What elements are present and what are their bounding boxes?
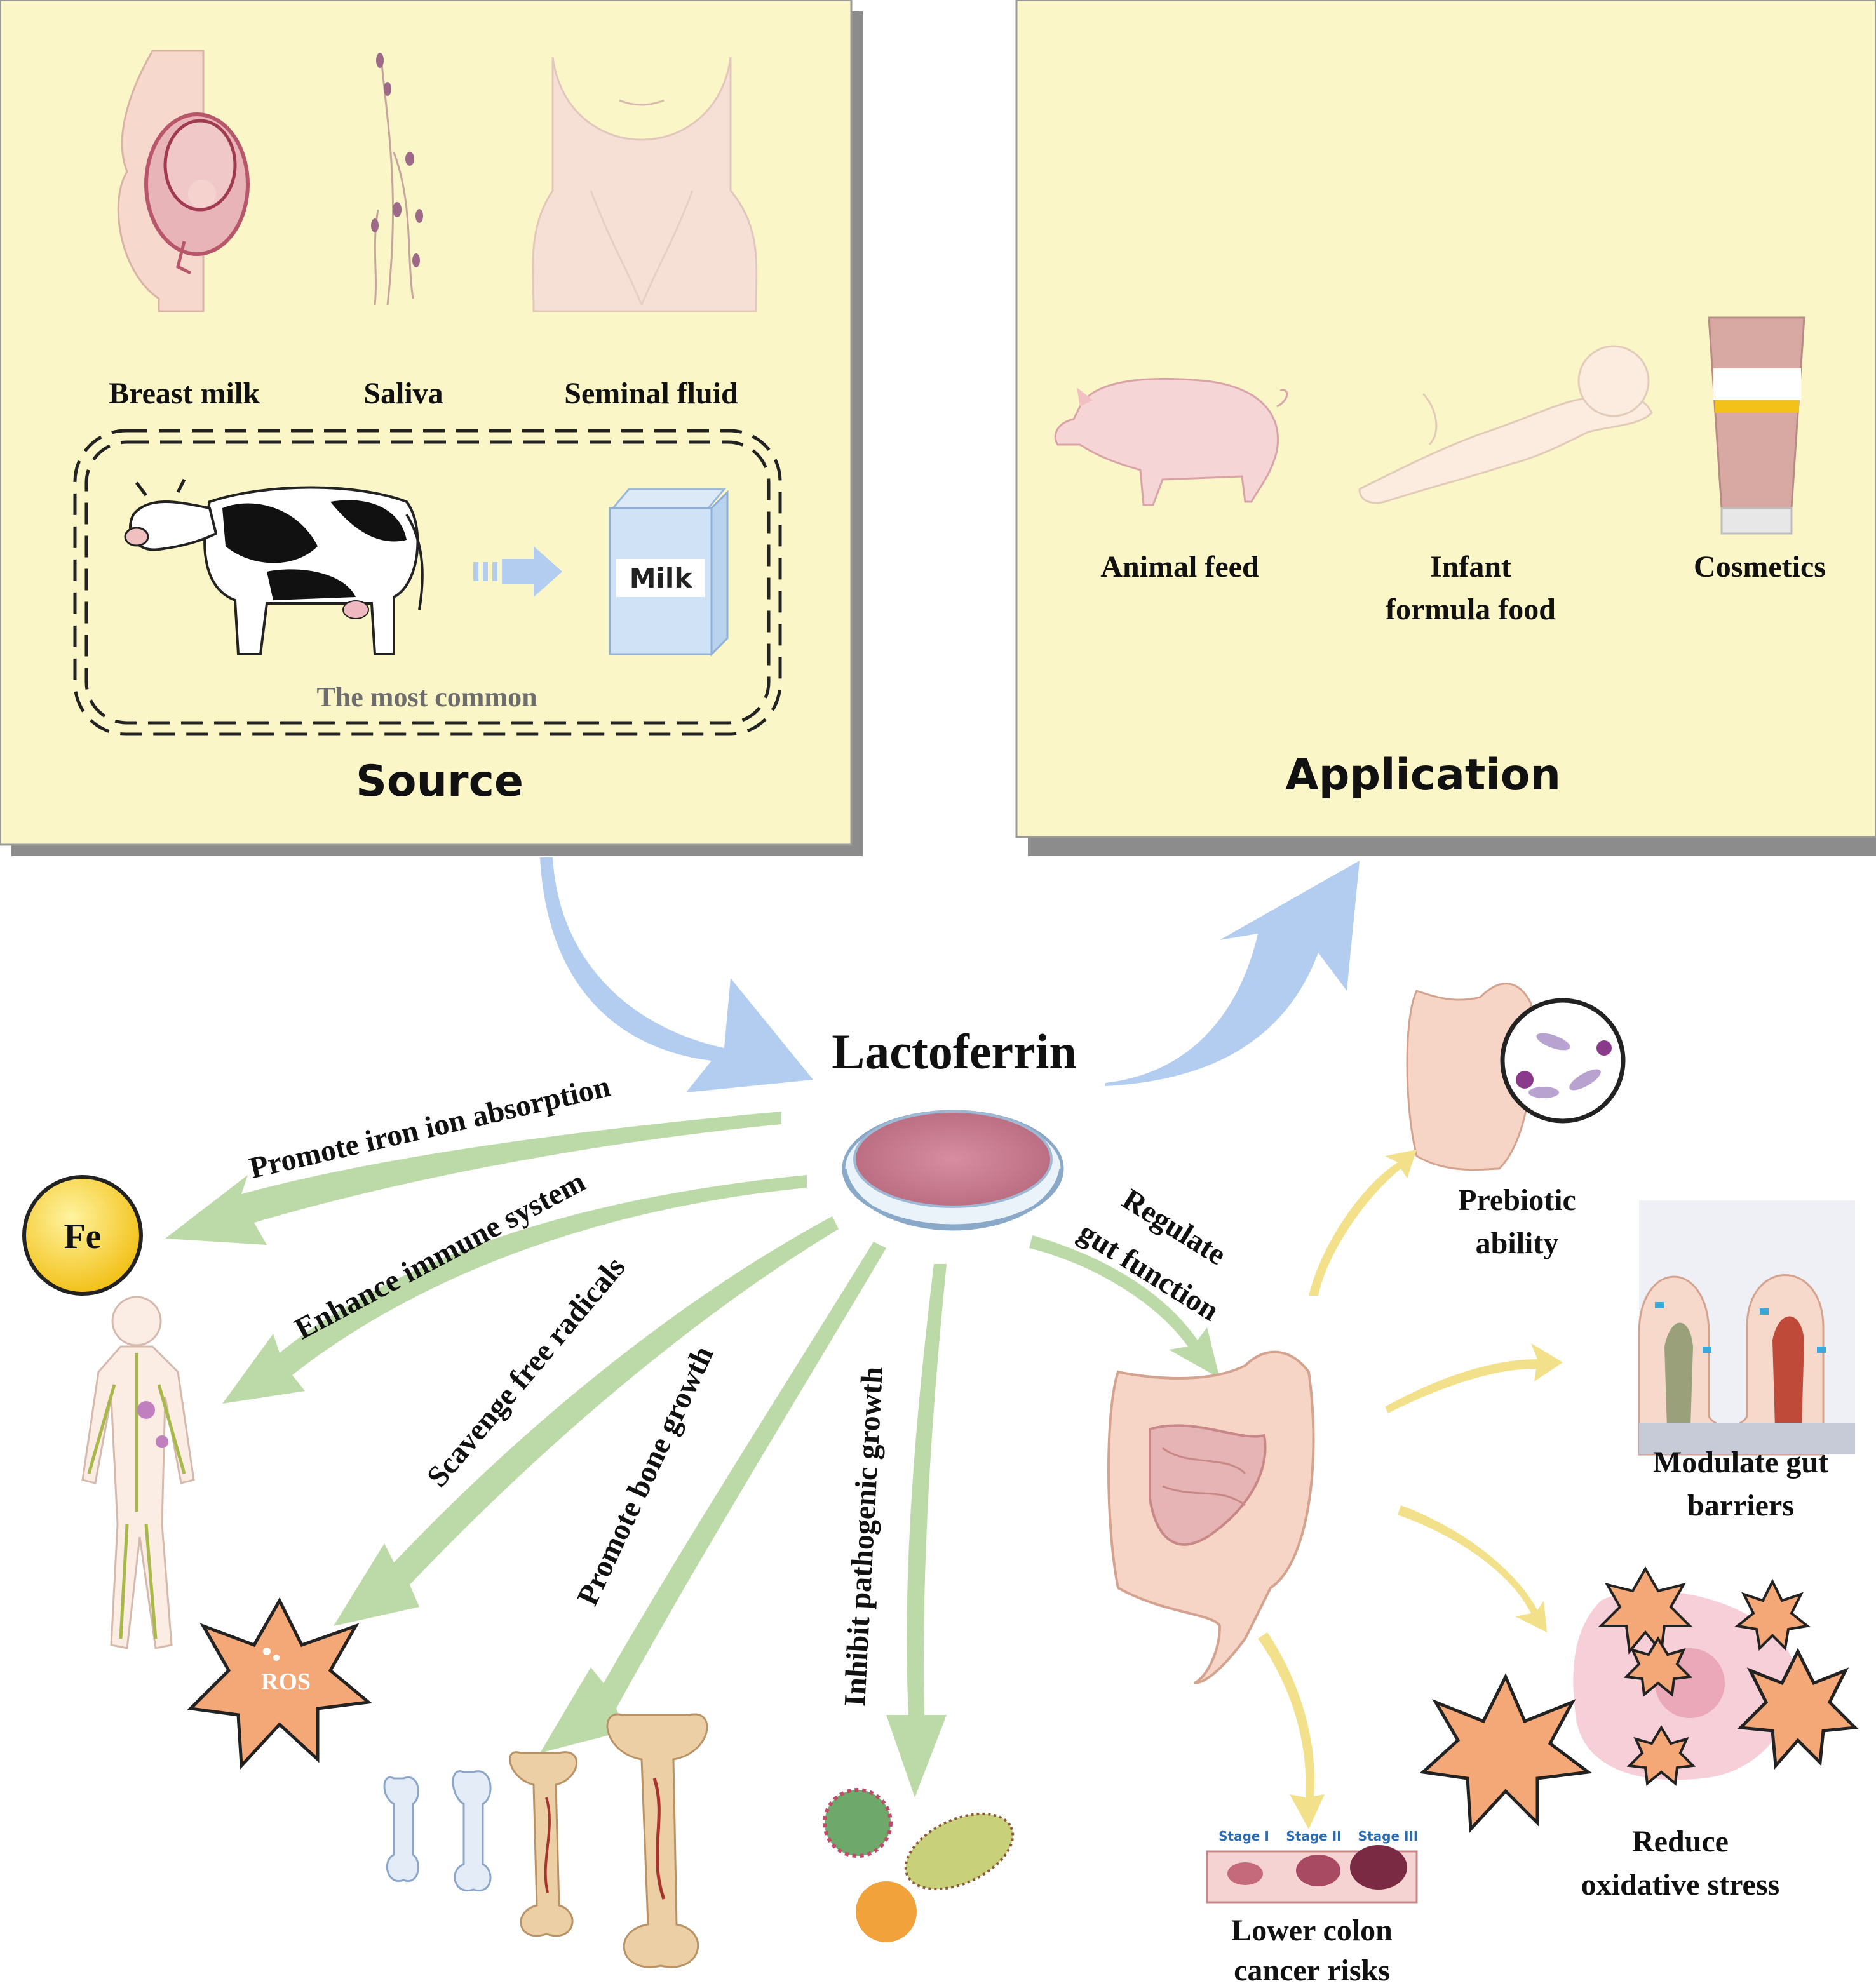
barrier-label-line1: Modulate gut [1653,1446,1828,1479]
prebiotic-gut-icon [1406,983,1626,1171]
common-source-box-inner [84,440,771,725]
ros-label: ROS [261,1669,311,1695]
application-item-animal-feed: Animal feed [1100,550,1259,584]
iron-ion-icon [22,1175,143,1296]
pig-icon [1054,377,1288,506]
bone-arrow [540,1242,886,1753]
application-heading: Application [1285,750,1561,800]
source-heading: Source [356,756,523,807]
common-source-note: The most common [316,682,537,713]
common-source-box-outer [73,429,782,736]
neck-icon [532,57,758,312]
colon-label-line2: cancer risks [1234,1954,1390,1987]
oxidative-stress-icon [1419,1566,1859,1834]
application-item-cosmetics: Cosmetics [1694,550,1826,584]
bone-growth-icon [383,1713,708,1968]
colon-stage-3: Stage III [1358,1829,1419,1844]
to-barrier-arrow [1385,1343,1563,1413]
application-item-infant-line1: Infant [1430,550,1511,584]
saliva-icon [371,53,423,306]
milk-carton-label: Milk [630,563,693,594]
pathogen-arrow [886,1264,947,1797]
colon-stage-1: Stage I [1218,1829,1269,1844]
milk-carton-icon [609,488,729,657]
gut-effect-arrows [1258,1150,1563,1829]
source-item-breast-milk: Breast milk [109,377,260,410]
prebiotic-label-line2: ability [1476,1226,1559,1260]
function-arrows [165,1112,1220,1797]
pathogen-growth-label: Inhibit pathogenic growth [838,1366,889,1707]
cow-to-milk-arrow [473,546,562,597]
human-immune-system-icon [81,1296,195,1649]
to-oxidative-arrow [1398,1505,1547,1632]
baby-icon [1358,345,1653,504]
cow-icon [124,478,424,655]
to-prebiotic-arrow [1309,1150,1417,1296]
application-panel: Animal feed Infant formula food Cosmetic… [1015,0,1876,856]
oxidative-label-line2: oxidative stress [1581,1868,1779,1902]
petri-dish-icon [842,1110,1064,1231]
pregnant-woman-icon [117,50,250,312]
colon-stages-icon [1206,1845,1418,1904]
oxidative-label-line1: Reduce [1632,1825,1729,1858]
cosmetics-tube-icon [1708,316,1805,535]
gut-barrier-icon [1638,1200,1855,1456]
source-panel: Breast milk Saliva Seminal fluid [0,0,863,856]
application-item-infant-line2: formula food [1386,593,1556,626]
iron-arrow [165,1112,781,1245]
intestine-icon [1107,1350,1315,1684]
barrier-label-line2: barriers [1687,1489,1794,1522]
colon-label-line1: Lower colon [1231,1914,1393,1947]
colon-stage-2: Stage II [1286,1829,1341,1844]
source-item-saliva: Saliva [363,377,443,410]
ros-star-icon [187,1597,373,1770]
lactoferrin-title: Lactoferrin [832,1024,1077,1079]
prebiotic-label-line1: Prebiotic [1458,1183,1576,1217]
immune-arrow [222,1175,807,1404]
gut-arrow [1029,1235,1220,1378]
iron-symbol: Fe [64,1217,101,1256]
source-to-lactoferrin-arrow [540,857,813,1092]
pathogens-icon [823,1788,1015,1942]
radicals-arrow [334,1216,839,1626]
source-item-seminal-fluid: Seminal fluid [564,377,738,410]
lactoferrin-to-application-arrow [1105,861,1360,1086]
to-colon-arrow [1258,1632,1325,1829]
